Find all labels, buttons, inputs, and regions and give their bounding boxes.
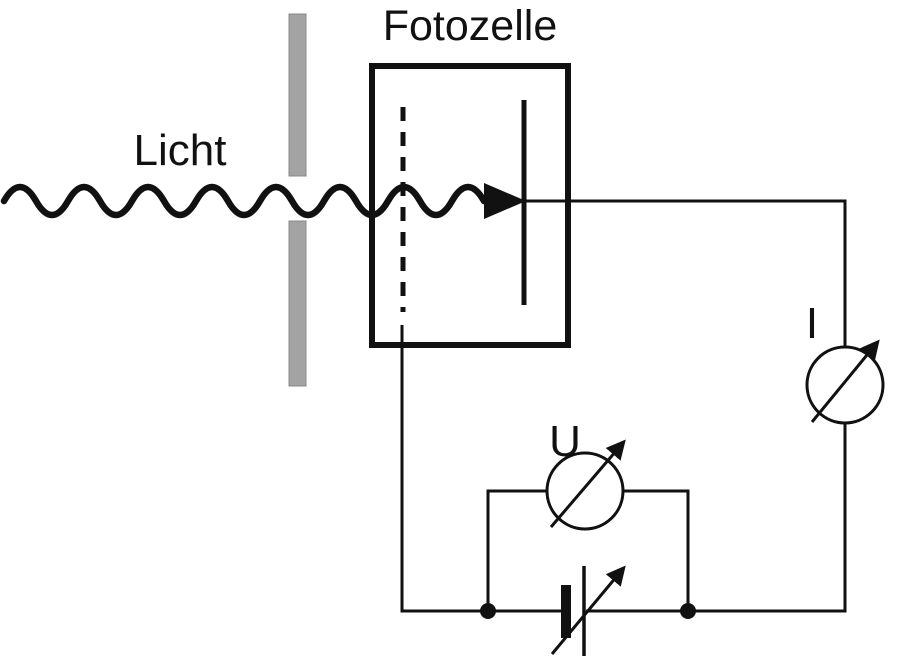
ammeter-arrow bbox=[810, 339, 880, 423]
battery-variable-arrow bbox=[550, 565, 626, 655]
photocell-box bbox=[369, 63, 571, 348]
voltmeter-arrow bbox=[549, 439, 626, 528]
slit-bar-bottom bbox=[288, 220, 307, 387]
wire-anode-to-ammeter bbox=[524, 199, 847, 347]
ammeter-label: I bbox=[806, 299, 818, 348]
light-wave-arrowhead bbox=[484, 183, 526, 219]
slit-bar-top bbox=[288, 13, 307, 177]
light-wave bbox=[0, 183, 488, 219]
junction-dot-right bbox=[680, 603, 696, 619]
light-label: Licht bbox=[134, 126, 227, 175]
wire-ammeter-to-battery bbox=[586, 423, 847, 613]
wire-voltmeter-branch-right bbox=[623, 489, 690, 611]
ammeter-circle bbox=[805, 345, 885, 425]
junction-dot-left bbox=[480, 603, 496, 619]
voltmeter-label: U bbox=[549, 417, 581, 466]
photocell-title: Fotozelle bbox=[383, 2, 557, 50]
wire-voltmeter-branch-left bbox=[486, 489, 547, 611]
wire-battery-to-cathode bbox=[400, 325, 565, 613]
